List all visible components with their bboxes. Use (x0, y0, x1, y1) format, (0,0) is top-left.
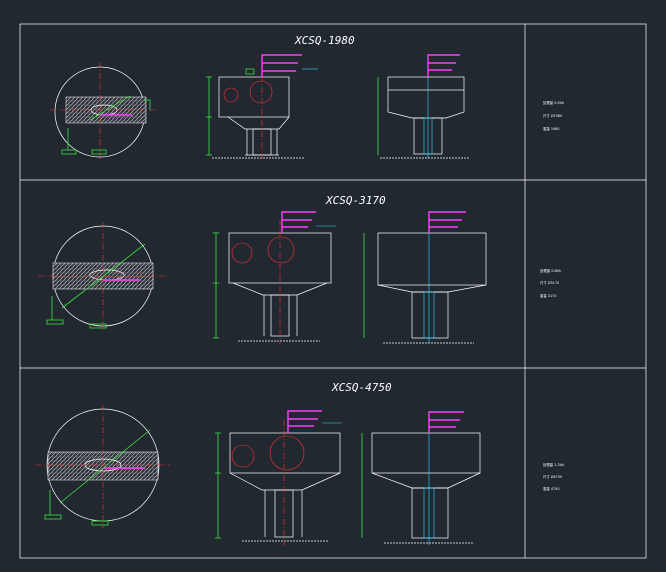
drawing-frame (19, 23, 647, 559)
side-view-1 (377, 54, 470, 159)
spec-table-2: 处理量 0.8t/h 尺寸 Ø3170 重量 3170 (540, 268, 561, 298)
side-view-3 (361, 411, 481, 545)
plan-view-3 (36, 405, 170, 528)
spec-line-2-1: 处理量 0.8t/h (540, 268, 561, 273)
spec-table-3: 处理量 1.2t/h 尺寸 Ø4750 重量 4750 (543, 462, 564, 491)
front-view-3 (215, 410, 342, 546)
model-title-2: XCSQ-3170 (325, 194, 386, 207)
row-3: XCSQ-4750 (36, 381, 564, 546)
spec-line-3-1: 处理量 1.2t/h (543, 462, 564, 467)
front-view-1 (206, 54, 318, 160)
spec-line-1-1: 处理量 0.5t/h (543, 100, 564, 105)
spec-line-2-3: 重量 3170 (540, 293, 557, 298)
spec-line-2-2: 尺寸 Ø3170 (540, 280, 559, 285)
side-view-2 (363, 211, 487, 344)
front-view-2 (213, 211, 336, 345)
spec-line-3-3: 重量 4750 (543, 486, 560, 491)
model-title-1: XCSQ-1980 (294, 34, 355, 47)
spec-table-1: 处理量 0.5t/h 尺寸 Ø1980 重量 1980 (543, 100, 564, 131)
spec-line-1-3: 重量 1980 (543, 126, 560, 131)
model-title-3: XCSQ-4750 (331, 381, 392, 394)
spec-line-3-2: 尺寸 Ø4750 (543, 474, 562, 479)
row-2: XCSQ-3170 (38, 194, 561, 345)
plan-view-1 (50, 62, 160, 160)
spec-line-1-2: 尺寸 Ø1980 (543, 113, 562, 118)
row-1: XCSQ-1980 (50, 34, 564, 160)
plan-view-2 (38, 222, 170, 332)
